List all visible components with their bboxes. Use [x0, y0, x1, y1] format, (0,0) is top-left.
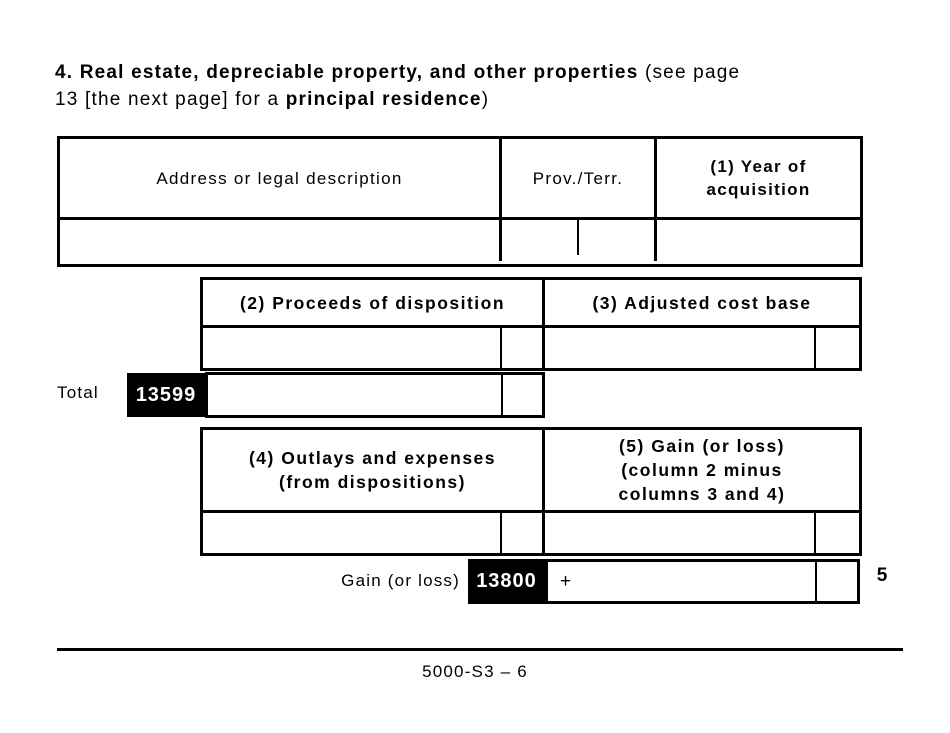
- line-13800-code: 13800: [476, 570, 537, 592]
- gain-amount-field[interactable]: +: [545, 559, 860, 604]
- cost-base-header-label: (3) Adjusted cost base: [592, 292, 812, 313]
- year-input-cell[interactable]: [657, 220, 860, 261]
- outlays-header-cell: (4) Outlays and expenses (from dispositi…: [203, 430, 545, 510]
- gain-header-label: (5) Gain (or loss) (column 2 minus colum…: [619, 434, 786, 506]
- outlays-gain-table: (4) Outlays and expenses (from dispositi…: [200, 427, 862, 556]
- outlays-header-label: (4) Outlays and expenses (from dispositi…: [249, 446, 496, 494]
- line-13800-code-box: 13800: [468, 559, 545, 604]
- section-title-normal2: 13 [the next page] for a: [55, 89, 286, 110]
- line-number-5: 5: [876, 565, 888, 586]
- address-input-cell[interactable]: [60, 220, 502, 261]
- proceeds-header-label: (2) Proceeds of disposition: [239, 292, 506, 313]
- section-title: 4. Real estate, depreciable property, an…: [55, 59, 910, 113]
- proceeds-table-amount-row: [203, 328, 859, 368]
- cost-base-cents-divider: [814, 328, 816, 368]
- prov-input-cell[interactable]: [502, 220, 657, 261]
- proceeds-amount-cell[interactable]: [203, 328, 545, 368]
- footer-form-code: 5000-S3 – 6: [422, 662, 528, 681]
- gain-header-line2: (column 2 minus: [621, 460, 783, 480]
- gain-header-cell: (5) Gain (or loss) (column 2 minus colum…: [545, 430, 859, 510]
- outlays-header-line2: (from dispositions): [279, 472, 466, 492]
- gain-or-loss-label: Gain (or loss): [341, 571, 460, 590]
- outlays-header-line1: (4) Outlays and expenses: [248, 448, 497, 468]
- total-label: Total: [57, 383, 99, 402]
- proceeds-table-header-row: (2) Proceeds of disposition (3) Adjusted…: [203, 280, 859, 328]
- principal-residence-bold: principal residence: [285, 89, 482, 110]
- year-header-label: (1) Year of acquisition: [706, 155, 810, 201]
- proceeds-cost-table: (2) Proceeds of disposition (3) Adjusted…: [200, 277, 862, 371]
- gain-column-cents-divider: [814, 513, 816, 553]
- section-title-close-paren: ): [481, 89, 490, 110]
- gain-cents-divider: [815, 562, 817, 601]
- footer-rule: [57, 648, 903, 651]
- property-description-table: Address or legal description Prov./Terr.…: [57, 136, 863, 267]
- line-13599-code-box: 13599: [127, 373, 205, 417]
- prov-cell-divider: [577, 220, 579, 255]
- gain-header-line3: columns 3 and 4): [618, 484, 786, 504]
- prov-header-label: Prov./Terr.: [532, 168, 624, 188]
- section-title-bold: 4. Real estate, depreciable property, an…: [55, 62, 639, 83]
- section-title-line2: 13 [the next page] for a principal resid…: [55, 86, 910, 113]
- section-title-normal: (see page: [638, 62, 741, 83]
- cost-base-amount-cell[interactable]: [545, 328, 859, 368]
- outlays-table-amount-row: [203, 513, 859, 553]
- address-header-cell: Address or legal description: [60, 139, 502, 217]
- section-title-line1: 4. Real estate, depreciable property, an…: [55, 59, 910, 86]
- prov-header-cell: Prov./Terr.: [502, 139, 657, 217]
- total-amount-field[interactable]: [205, 372, 545, 418]
- year-header-line2: acquisition: [706, 180, 811, 199]
- total-cents-divider: [501, 375, 503, 415]
- outlays-amount-cell[interactable]: [203, 513, 545, 553]
- property-table-entry-row: [60, 220, 860, 261]
- year-header-cell: (1) Year of acquisition: [657, 139, 860, 217]
- cost-base-header-cell: (3) Adjusted cost base: [545, 280, 859, 325]
- address-header-label: Address or legal description: [156, 168, 403, 188]
- plus-operator: +: [560, 570, 572, 592]
- proceeds-cents-divider: [500, 328, 502, 368]
- outlays-table-header-row: (4) Outlays and expenses (from dispositi…: [203, 430, 859, 513]
- property-table-header-row: Address or legal description Prov./Terr.…: [60, 139, 860, 220]
- proceeds-header-cell: (2) Proceeds of disposition: [203, 280, 545, 325]
- gain-column-amount-cell[interactable]: [545, 513, 859, 553]
- gain-header-line1: (5) Gain (or loss): [618, 436, 786, 456]
- outlays-cents-divider: [500, 513, 502, 553]
- line-13599-code: 13599: [135, 383, 197, 406]
- year-header-line1: (1) Year of: [710, 157, 807, 176]
